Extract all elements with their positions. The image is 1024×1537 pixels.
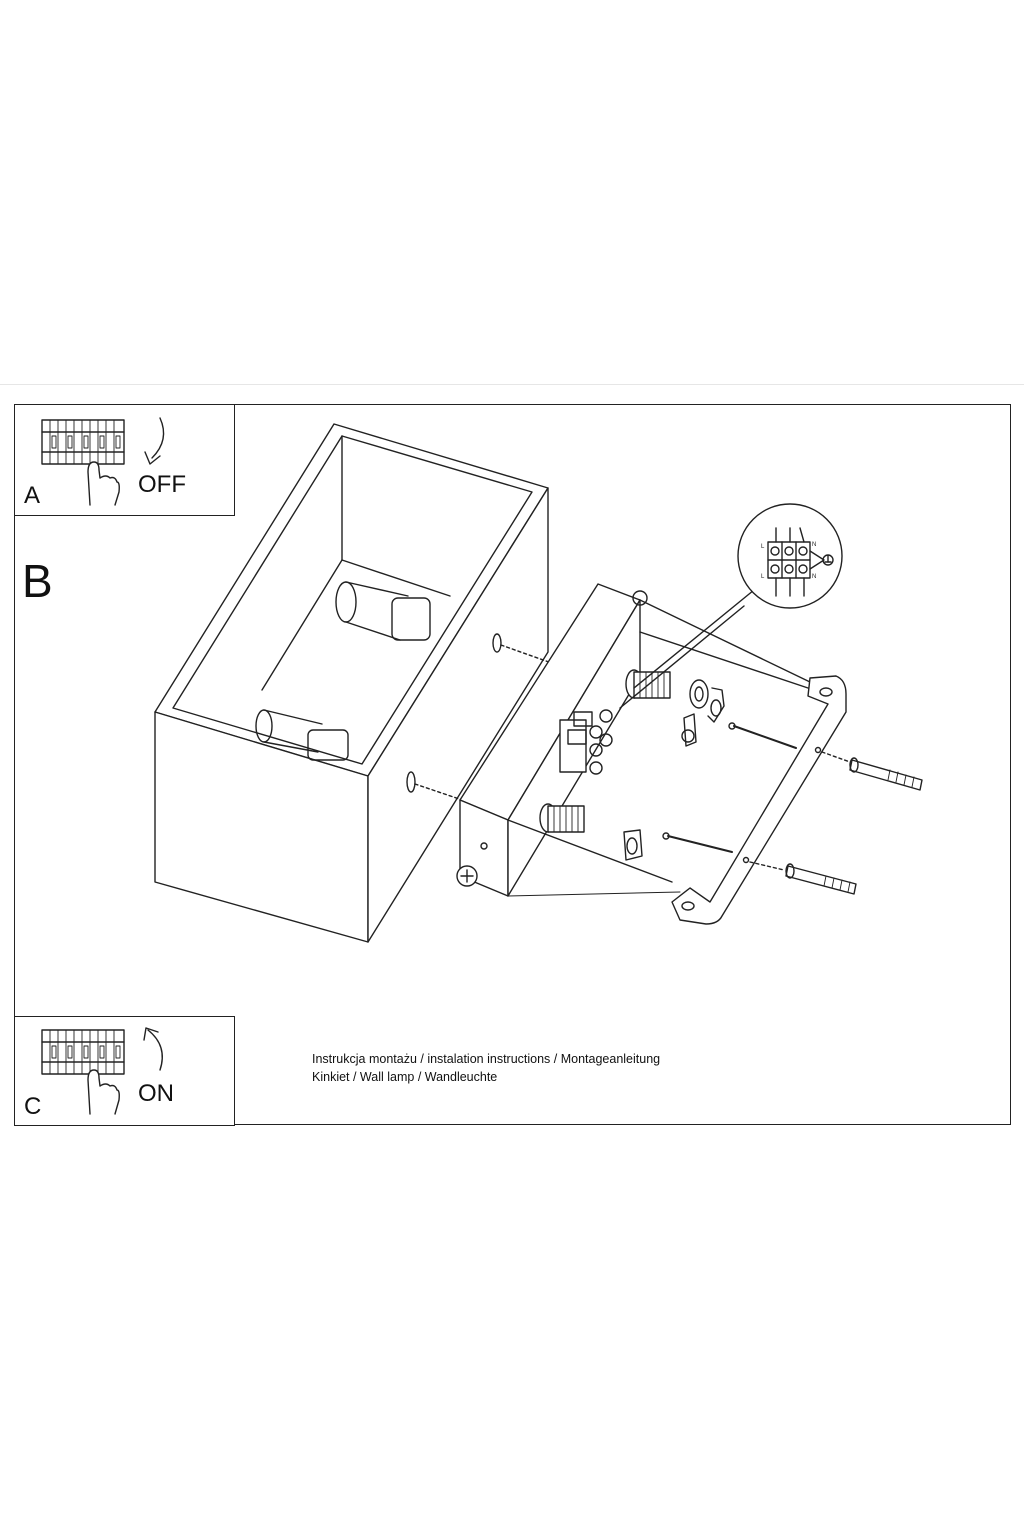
nuts [623, 679, 725, 861]
page-divider [0, 384, 1024, 385]
wall-plugs [785, 757, 923, 895]
step-c-letter: C [24, 1093, 42, 1120]
lamp-housing [154, 423, 561, 943]
earth-ground-icon [822, 554, 834, 566]
threaded-nipple [539, 669, 671, 833]
wall-bracket [507, 631, 847, 925]
instruction-sheet [14, 404, 1011, 1125]
terminal-top-left-label: L [761, 544, 765, 550]
switch-on-label: ON [138, 1080, 174, 1107]
terminal-bottom-right-label: N [812, 574, 816, 580]
breaker-on-hand-icon [41, 1027, 163, 1115]
terminal-bottom-left-label: L [761, 574, 765, 580]
mounting-screws [662, 722, 851, 871]
wiring-detail [619, 503, 843, 709]
terminal-block [559, 709, 613, 775]
terminal-top-right-label: N [812, 542, 816, 548]
caption-product: Kinkiet / Wall lamp / Wandleuchte [312, 1070, 498, 1084]
breaker-off-hand-icon [41, 417, 165, 506]
step-b-letter: B [22, 555, 53, 607]
switch-off-label: OFF [138, 471, 186, 498]
caption-instructions: Instrukcja montażu / instalation instruc… [312, 1052, 661, 1066]
step-a-letter: A [24, 482, 41, 509]
